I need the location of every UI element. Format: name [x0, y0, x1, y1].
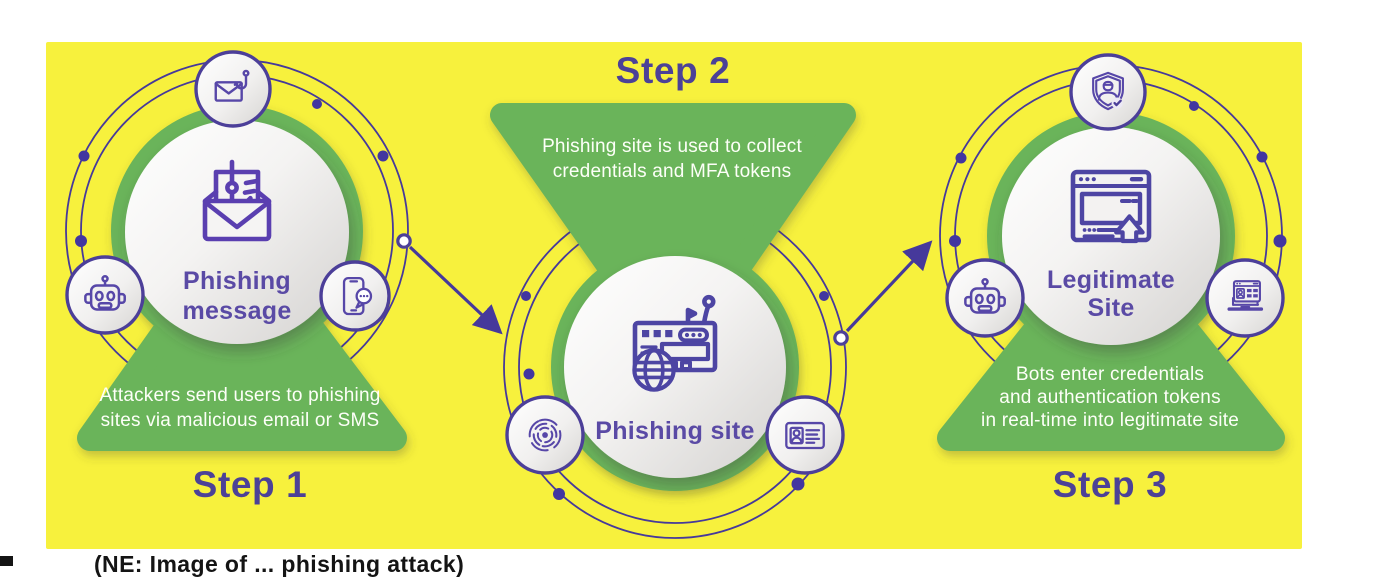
- step1-ring-node: [396, 233, 412, 249]
- phishing-flow-infographic: Step 1 Step 2 Step 3 Phishing message Ph…: [46, 42, 1302, 549]
- step3-title: Step 3: [1053, 464, 1168, 505]
- arrow-step2-to-step3: [845, 240, 933, 333]
- caption: (NE: Image of ... phishing attack): [94, 551, 465, 577]
- step1-title: Step 1: [193, 464, 308, 505]
- step3-circle-label: Site: [1087, 294, 1134, 322]
- step3-circle-label: Legitimate: [1047, 266, 1175, 294]
- step2-title: Step 2: [616, 50, 731, 91]
- arrow-step1-to-step2: [408, 245, 503, 335]
- step3-description: and authentication tokens: [999, 387, 1221, 408]
- step1-description: sites via malicious email or SMS: [101, 410, 380, 431]
- caption-fragment: [0, 556, 13, 566]
- step1-circle-label: message: [182, 297, 291, 325]
- phishing-message-icon: [205, 162, 269, 239]
- step2-circle-label: Phishing site: [595, 417, 754, 445]
- flow-arrows: [408, 240, 933, 335]
- step3-description: Bots enter credentials: [1016, 364, 1204, 385]
- step2-ring-node: [833, 330, 849, 346]
- legitimate-site-icon: [1073, 172, 1149, 241]
- step2-description: Phishing site is used to collect: [542, 136, 802, 157]
- step1-circle-label: Phishing: [183, 267, 291, 295]
- step2-green-triangle: [490, 103, 856, 372]
- laptop-id-icon: [1227, 279, 1264, 311]
- step2-description: credentials and MFA tokens: [553, 161, 792, 182]
- step3-description: in real-time into legitimate site: [981, 410, 1239, 431]
- orbit-dots: [75, 99, 1287, 500]
- step1-description: Attackers send users to phishing: [100, 385, 381, 406]
